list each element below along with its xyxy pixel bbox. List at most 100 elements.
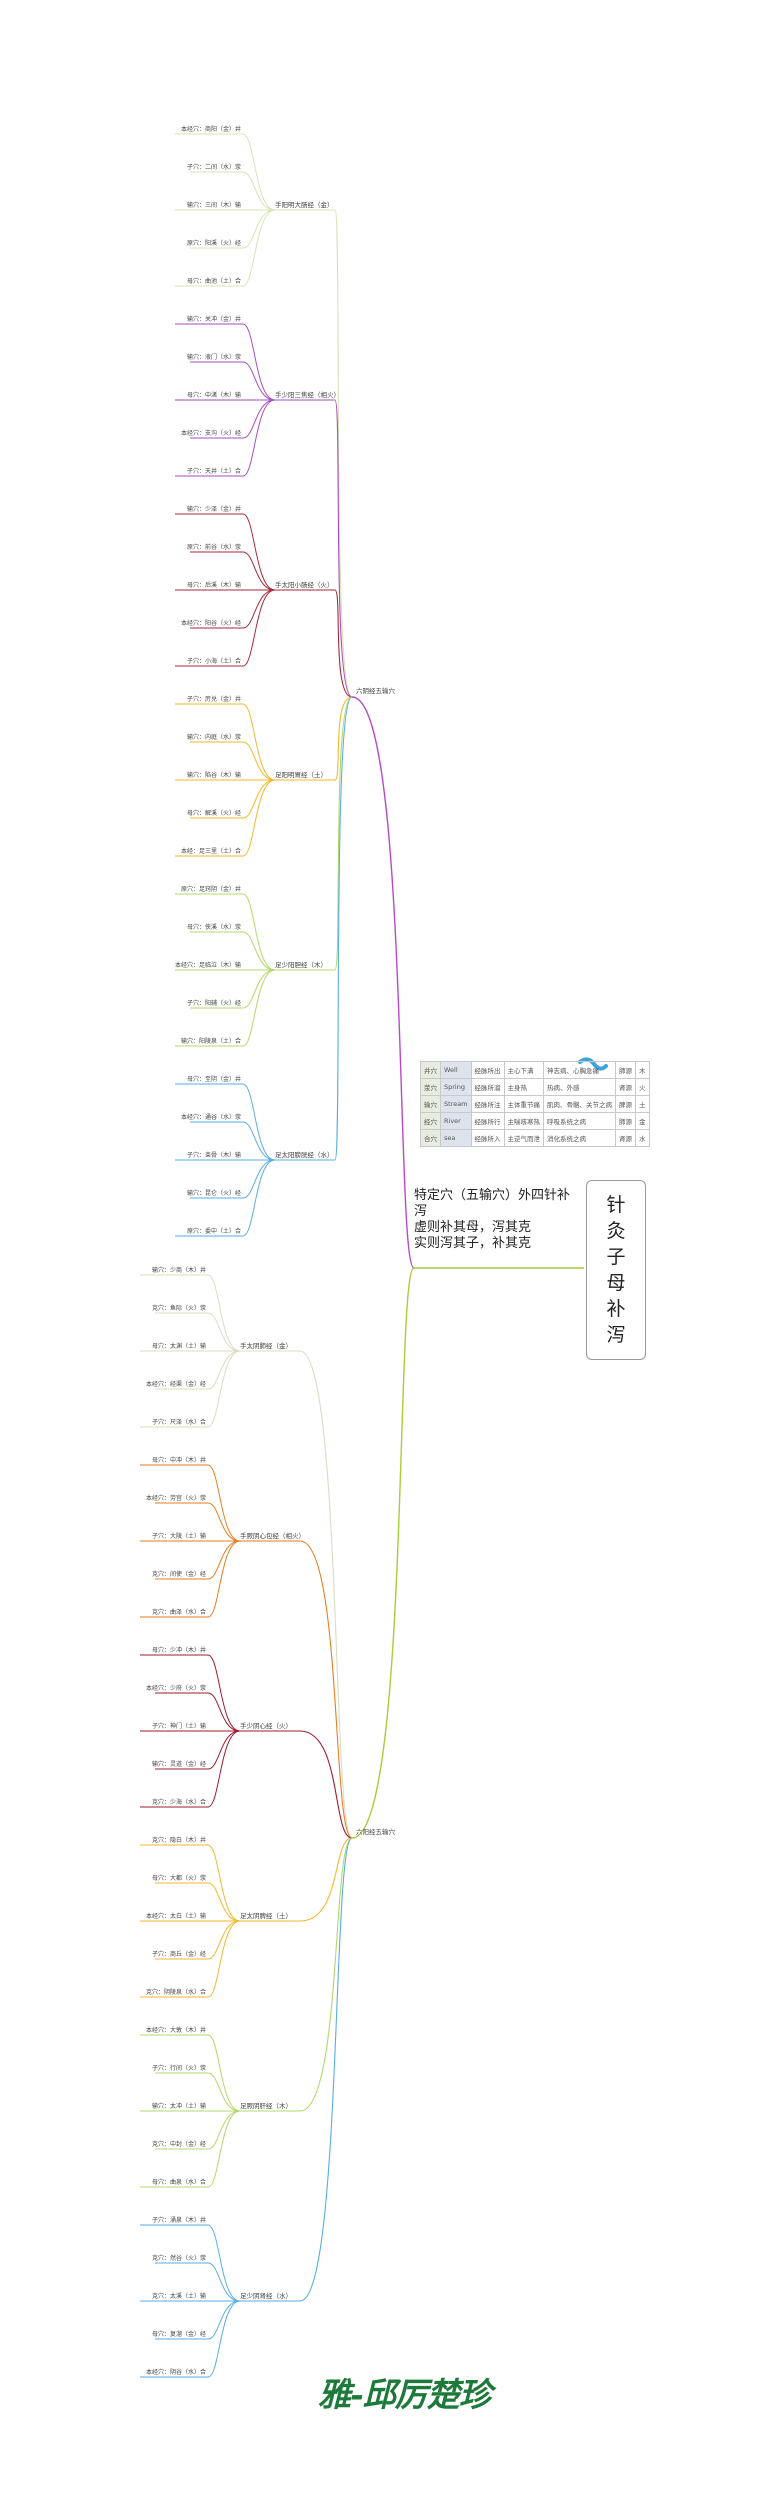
table-cell: 水 — [635, 1129, 650, 1147]
point-connector — [175, 513, 276, 591]
point-label: 本经穴：通谷（水）荥 — [181, 1113, 241, 1121]
point-label: 原穴：前谷（水）荥 — [187, 543, 241, 551]
table-cell: 土 — [635, 1095, 650, 1113]
point-connector — [155, 1920, 241, 1960]
branch-label: 六阳经五输穴 — [356, 1827, 396, 1836]
point-label: 母穴：后溪（木）输 — [187, 581, 241, 589]
hub-connector — [351, 696, 415, 1269]
point-connector — [190, 171, 276, 211]
point-label: 输穴：太冲（土）输 — [152, 2102, 206, 2110]
table-cell: 主体重节痛 — [503, 1095, 545, 1113]
point-connector — [175, 399, 276, 477]
point-label: 本经穴：商阳（金）井 — [181, 125, 241, 133]
point-label: 克穴：隐白（木）井 — [152, 1836, 206, 1844]
point-label: 子穴：小海（土）合 — [187, 657, 241, 665]
summary-line-3: 实则泻其子，补其克 — [414, 1236, 532, 1251]
table-cell: 主心下满 — [503, 1061, 545, 1079]
table-cell: 肌肉、骨骼、关节之病 — [543, 1095, 617, 1113]
point-label: 输穴：关冲（金）井 — [187, 315, 241, 323]
point-label: 输穴：昆仑（火）经 — [187, 1189, 241, 1197]
branch-label: 六阴经五输穴 — [356, 686, 396, 695]
point-label: 本经穴：足临泣（木）输 — [175, 961, 241, 969]
hub-connector — [351, 1267, 415, 1839]
meridian-connector — [275, 399, 353, 698]
meridian-connector — [240, 1730, 353, 1839]
point-label: 克穴：鱼际（火）荥 — [152, 1304, 206, 1312]
point-label: 本经穴：支沟（火）经 — [181, 429, 241, 437]
table-cell: Spring — [440, 1078, 472, 1096]
title-char: 灸 — [606, 1220, 626, 1242]
point-connector — [140, 1274, 241, 1352]
point-connector — [140, 1464, 241, 1542]
table-cell: 肺源 — [615, 1061, 637, 1079]
author-signature: 雅-邱厉楚珍 — [318, 2375, 492, 2414]
table-cell: 脾源 — [615, 1095, 637, 1113]
point-connector — [155, 2262, 241, 2302]
point-label: 母穴：解溪（火）经 — [187, 809, 241, 817]
meridian-label: 手太阴肺经（金） — [240, 1341, 292, 1350]
point-label: 子穴：天井（土）合 — [187, 467, 241, 475]
point-connector — [190, 399, 276, 439]
point-connector — [175, 1083, 276, 1161]
central-title-box: 针 灸 子 母 补 泻 — [586, 1180, 646, 1360]
point-connector — [155, 1350, 241, 1390]
point-label: 子穴：神门（土）输 — [152, 1722, 206, 1730]
point-connector — [140, 1350, 241, 1428]
meridian-label: 手少阳三焦经（相火） — [275, 390, 340, 399]
table-cell: 经脉所行 — [470, 1112, 505, 1130]
title-char: 针 — [606, 1194, 626, 1216]
point-label: 母穴：中冲（木）井 — [152, 1456, 206, 1464]
meridian-connector — [275, 696, 353, 781]
point-label: 输穴：灵道（金）经 — [152, 1760, 206, 1768]
point-label: 母穴：少冲（木）井 — [152, 1646, 206, 1654]
point-connector — [155, 1540, 241, 1580]
point-connector — [175, 133, 276, 211]
table-cell: 火 — [635, 1078, 650, 1096]
meridian-label: 足太阳膀胱经（水） — [275, 1150, 334, 1159]
point-connector — [140, 2300, 241, 2378]
point-label: 克穴：中封（金）经 — [152, 2140, 206, 2148]
summary-line-2: 虚则补其母，泻其克 — [414, 1220, 532, 1235]
meridian-label: 手阳明大肠经（金） — [275, 200, 334, 209]
point-connector — [155, 2300, 241, 2340]
point-label: 母穴：曲泉（水）合 — [152, 2178, 206, 2186]
meridian-connector — [240, 1540, 353, 1839]
point-connector — [140, 1654, 241, 1732]
point-label: 克穴：太溪（土）输 — [152, 2292, 206, 2300]
table-cell: sea — [440, 1129, 472, 1147]
point-label: 母穴：复溜（金）经 — [152, 2330, 206, 2338]
point-connector — [175, 1159, 276, 1237]
meridian-connector — [240, 1837, 353, 2302]
table-cell: 主身热 — [503, 1078, 545, 1096]
point-label: 本经穴：劳宫（火）荥 — [146, 1494, 206, 1502]
point-label: 子穴：阳辅（火）经 — [187, 999, 241, 1007]
point-connector — [155, 1312, 241, 1352]
table-cell: 肾源 — [615, 1078, 637, 1096]
point-label: 输穴：阳陵泉（土）合 — [181, 1037, 241, 1045]
point-connector — [155, 1882, 241, 1922]
point-label: 母穴：侠溪（水）荥 — [187, 923, 241, 931]
point-connector — [140, 1540, 241, 1618]
table-cell: 主喘咳寒热 — [503, 1112, 545, 1130]
meridian-connector — [275, 209, 353, 698]
point-label: 原穴：阳溪（火）经 — [187, 239, 241, 247]
point-connector — [190, 779, 276, 819]
point-connector — [190, 741, 276, 781]
point-connector — [190, 1159, 276, 1199]
meridian-label: 手太阳小肠经（火） — [275, 580, 334, 589]
meridian-label: 足厥阴肝经（木） — [240, 2101, 292, 2110]
point-label: 子穴：厉兑（金）井 — [187, 695, 241, 703]
table-cell: 热病、外感 — [543, 1078, 617, 1096]
meridian-connector — [275, 696, 353, 971]
point-label: 原穴：委中（土）合 — [187, 1227, 241, 1235]
table-cell: 经脉所注 — [470, 1095, 505, 1113]
meridian-connector — [240, 1837, 353, 1922]
point-connector — [190, 1121, 276, 1161]
point-label: 母穴：曲池（土）合 — [187, 277, 241, 285]
point-label: 克穴：曲泽（水）合 — [152, 1608, 206, 1616]
point-label: 本经穴：少府（火）荥 — [146, 1684, 206, 1692]
point-connector — [155, 1730, 241, 1770]
point-label: 本经穴：阴谷（水）合 — [146, 2368, 206, 2376]
